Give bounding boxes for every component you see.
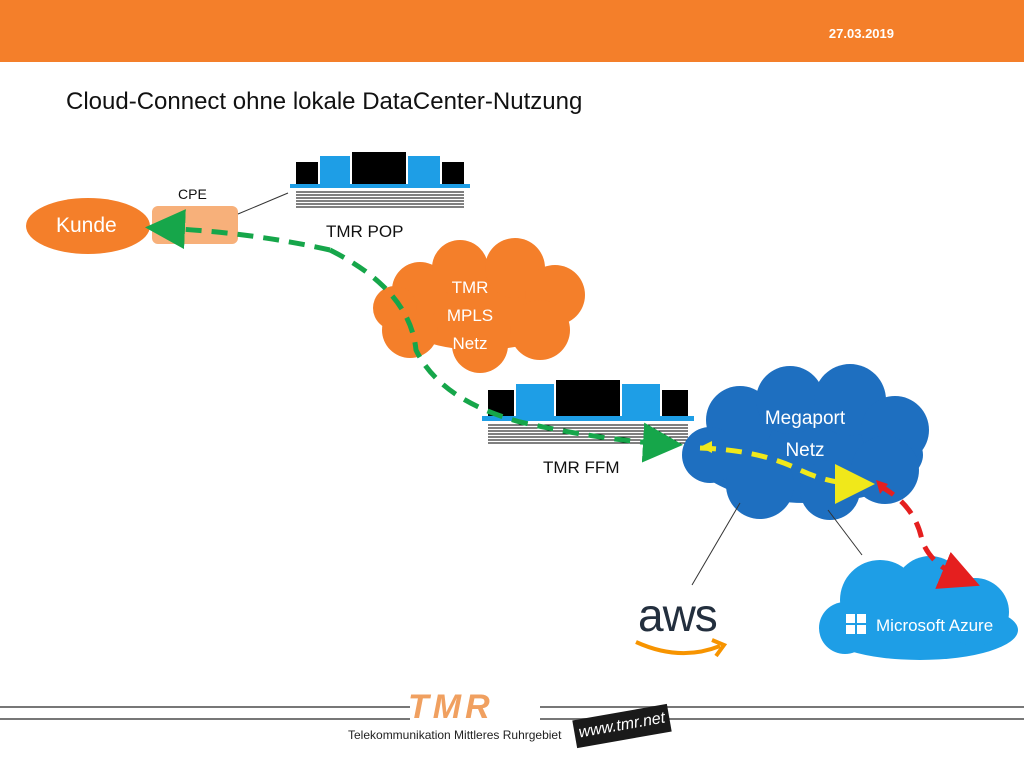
aws-arrow-icon	[711, 638, 728, 658]
azure-cloud	[819, 556, 1018, 660]
kunde-label: Kunde	[56, 214, 117, 237]
header-bar: 27.03.2019	[0, 0, 1024, 62]
green-path-to-cpe	[145, 209, 331, 253]
footer-line-2	[0, 718, 410, 720]
megaport-line-1: Megaport	[764, 408, 846, 429]
cpe-device	[152, 206, 238, 244]
slide-date: 27.03.2019	[828, 26, 894, 41]
megaport-aws-line	[691, 502, 741, 586]
windows-logo-icon	[846, 614, 866, 634]
cpe-label: CPE	[178, 186, 207, 202]
yellow-path	[699, 445, 875, 504]
footer-line-1	[0, 706, 410, 708]
slide-title: Cloud-Connect ohne lokale DataCenter-Nut…	[66, 88, 583, 115]
mpls-line-2: MPLS	[446, 306, 494, 325]
tmr-logo: TMR	[408, 688, 494, 726]
yellow-path-start-arrow	[700, 441, 712, 453]
tmr-ffm-rack	[482, 380, 694, 444]
tmr-pop-rack	[290, 152, 470, 208]
red-path	[878, 483, 980, 589]
tmr-ffm-label: TMR FFM	[543, 458, 620, 477]
megaport-line-2: Netz	[785, 440, 825, 461]
red-path-start-arrow	[876, 480, 888, 494]
footer-line-3	[540, 718, 1024, 720]
cpe-connector-line	[237, 192, 289, 215]
megaport-azure-line	[827, 509, 863, 556]
aws-logo: aws	[638, 589, 718, 641]
mpls-line-1: TMR	[451, 278, 489, 297]
aws-smile-icon	[635, 640, 721, 656]
kunde-node	[26, 198, 150, 254]
mpls-line-3: Netz	[452, 334, 488, 353]
company-name: Telekommunikation Mittleres Ruhrgebiet	[348, 728, 562, 742]
tmr-pop-label: TMR POP	[326, 222, 404, 241]
footer-line-4	[540, 706, 1024, 708]
azure-logo-text: Microsoft Azure	[876, 616, 994, 635]
green-path-to-ffm	[328, 247, 683, 463]
